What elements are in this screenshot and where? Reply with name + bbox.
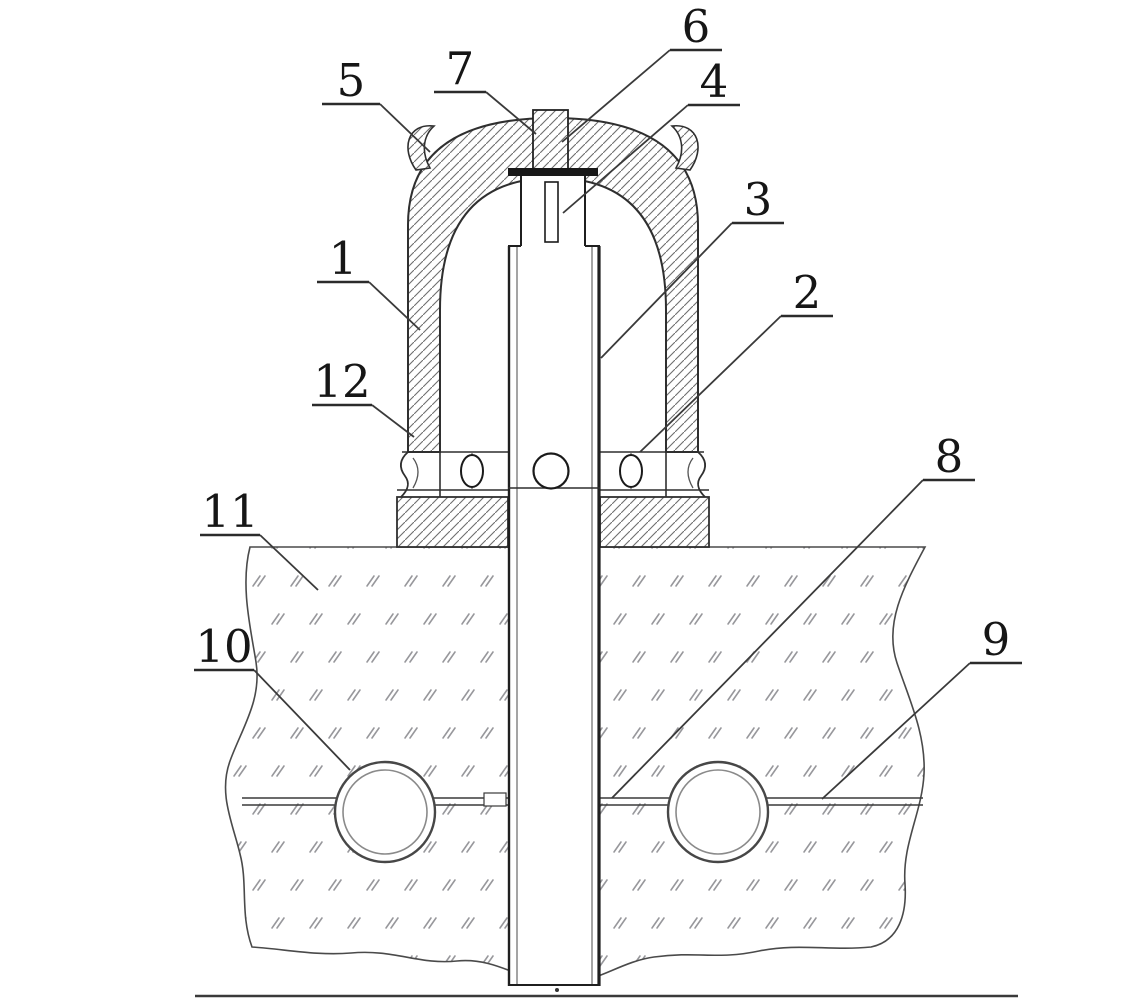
part-label-6: 6: [561, 0, 722, 143]
seal-band: [399, 451, 707, 498]
part-label-3: 3: [600, 173, 784, 359]
line-connector: [483, 792, 507, 807]
part-number: 10: [195, 620, 252, 673]
base-flange: [396, 489, 710, 548]
part-label-8: 8: [611, 430, 975, 799]
bottom-dot: [555, 988, 559, 992]
part-label-5: 5: [322, 54, 431, 153]
part-number: 3: [744, 173, 773, 226]
leader-line: [259, 534, 319, 591]
left-bolt-hole: [460, 454, 484, 488]
leader-line: [368, 281, 421, 331]
part-label-4: 4: [562, 55, 740, 214]
part-label-12: 12: [312, 355, 415, 438]
center-port: [532, 452, 570, 490]
part-number: 7: [446, 42, 475, 95]
leader-line: [639, 315, 782, 453]
leader-line: [379, 103, 431, 153]
part-number: 6: [682, 0, 711, 53]
part-label-7: 7: [434, 42, 537, 135]
right-buried-pipe: [666, 760, 770, 864]
part-label-9: 9: [821, 613, 1022, 800]
part-number: 11: [201, 485, 258, 538]
leader-line: [371, 404, 415, 438]
part-labels: 5 7 64 32 1 12 11 8 10 9: [194, 0, 1022, 800]
part-label-11: 11: [200, 485, 319, 591]
part-number: 1: [329, 232, 358, 285]
center-tube: [507, 109, 601, 986]
leader-line: [485, 91, 537, 135]
leader-line: [821, 662, 971, 800]
part-number: 12: [313, 355, 370, 408]
part-number: 5: [337, 54, 366, 107]
part-number: 4: [700, 55, 729, 108]
left-buried-pipe: [333, 760, 437, 864]
part-number: 9: [982, 613, 1011, 666]
tube-cap-bar: [508, 168, 598, 176]
leader-line: [562, 104, 689, 214]
leader-line: [561, 49, 671, 143]
inner-slot: [544, 181, 559, 243]
part-label-2: 2: [639, 266, 833, 453]
part-number: 8: [935, 430, 964, 483]
part-number: 2: [793, 266, 822, 319]
leader-line: [253, 669, 351, 771]
leader-line: [611, 479, 924, 799]
leader-line: [600, 222, 733, 359]
part-label-10: 10: [194, 620, 351, 771]
part-label-1: 1: [317, 232, 421, 331]
right-bolt-hole: [619, 454, 643, 488]
